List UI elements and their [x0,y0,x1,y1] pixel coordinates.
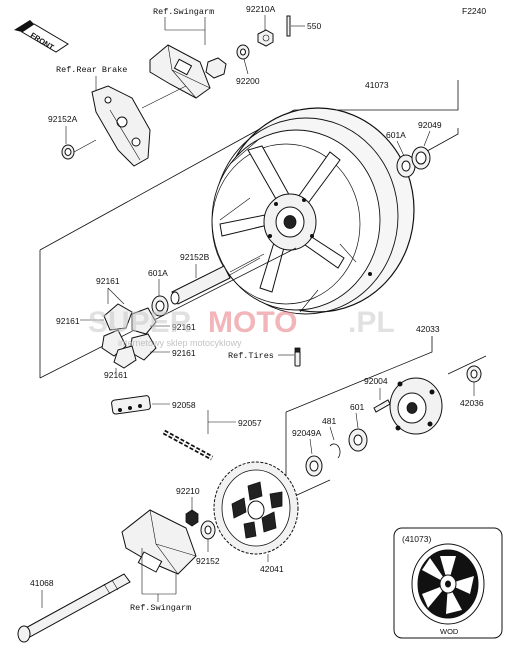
bearing-601a-top [396,154,416,178]
watermark-brand-right: MOTO [208,306,297,339]
label-42033: 42033 [416,324,440,334]
watermark-tagline: internetowy sklep motocyklowy [118,338,242,348]
chain-92057 [162,429,214,461]
watermark-brand-left: SUPER [88,306,192,339]
label-92161-d: 92161 [172,348,196,358]
label-92161-b: 92161 [56,316,80,326]
stud-92004 [373,399,391,413]
sprocket-42041 [213,461,299,555]
bearing-601a-mid [151,295,169,317]
rear-brake-bracket [91,85,151,167]
inset-wheel-variant: (41073) WOD [393,527,503,639]
swingarm-bracket-bottom [121,509,197,575]
circlip-481 [329,443,341,459]
label-42036: 42036 [460,398,484,408]
nut-92210 [185,509,199,527]
label-92152b: 92152B [180,252,210,262]
label-481: 481 [322,416,336,426]
tire-valve [294,347,301,367]
nut-92210a [257,29,274,47]
label-41073: 41073 [365,80,389,90]
seal-92049a [305,455,323,477]
label-92161-a: 92161 [96,276,120,286]
ref-tires: Ref.Tires [228,351,274,361]
label-92161-e: 92161 [104,370,128,380]
collar-42036 [466,365,482,383]
label-92152a: 92152A [48,114,78,124]
label-92049: 92049 [418,120,442,130]
label-92058: 92058 [172,400,196,410]
washer-92200 [205,44,250,79]
label-92004: 92004 [364,376,388,386]
bearing-601 [348,428,368,452]
label-601: 601 [350,402,364,412]
label-550: 550 [307,21,321,31]
coupling-42033 [389,377,443,435]
axle-41068 [17,573,131,643]
label-601a-top: 601A [386,130,406,140]
front-arrow-icon: FRONT [14,20,69,53]
inset-caption: WOD [440,627,459,636]
damper-rubbers-92161 [101,303,157,369]
ref-rear-brake: Ref.Rear Brake [56,65,127,75]
label-92210: 92210 [176,486,200,496]
swingarm-bracket-top [141,44,211,109]
ref-swingarm-bottom: Ref.Swingarm [130,603,191,613]
label-92057: 92057 [238,418,262,428]
diagram-code: F2240 [462,6,486,16]
label-92161-c: 92161 [172,322,196,332]
washer-92152 [200,520,216,540]
inset-title: (41073) [402,534,431,544]
seal-92049 [411,146,431,170]
label-92210a: 92210A [246,4,276,14]
label-41068: 41068 [30,578,54,588]
collar-92152b [170,265,231,305]
watermark: SUPER MOTO .PL internetowy sklep motocyk… [88,306,395,348]
label-92152: 92152 [196,556,220,566]
label-601a-mid: 601A [148,268,168,278]
watermark-brand-suffix: .PL [348,306,395,339]
collar-92152a [61,144,75,160]
ref-swingarm-top: Ref.Swingarm [153,7,214,17]
label-92200: 92200 [236,76,260,86]
label-92049a: 92049A [292,428,322,438]
chain-joint-92058 [111,395,151,415]
pin-550 [286,15,291,37]
label-42041: 42041 [260,564,284,574]
